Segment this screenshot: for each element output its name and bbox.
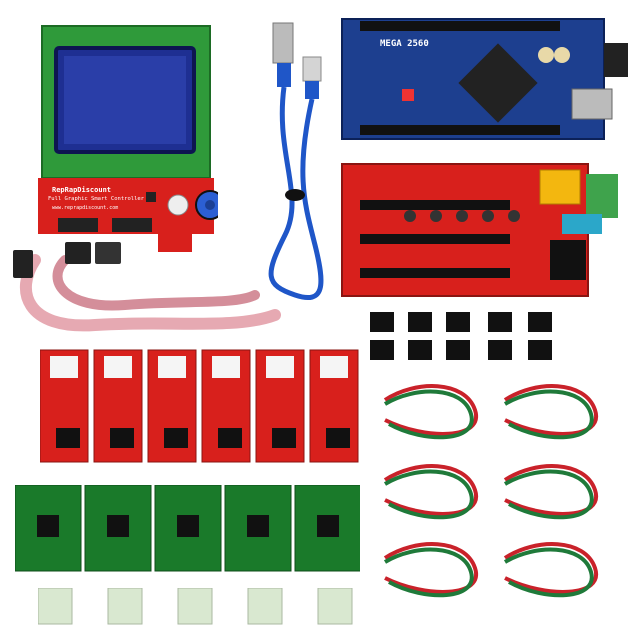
ramps-board: D9 D8 D10 — [340, 160, 630, 300]
heatsink-row — [38, 588, 358, 628]
stepper-driver-row — [15, 485, 360, 575]
lcd-brand-label: RepRapDiscount — [52, 186, 112, 194]
terminal-label-d8: D8 — [602, 247, 612, 256]
cable-bundle-grid — [375, 380, 615, 600]
lcd-url-label: www.reprapdiscount.com — [52, 205, 119, 211]
mega-model-label: MEGA 2560 — [380, 39, 429, 49]
endstop-row — [40, 348, 360, 468]
arduino-mega-board: MEGA 2560 — [340, 15, 630, 143]
usb-cable — [255, 15, 345, 305]
ramps-terminal-labels: D9 D8 D10 — [602, 230, 616, 273]
jumper-set — [370, 310, 570, 365]
lcd-controller: RepRapDiscount Full Graphic Smart Contro… — [38, 20, 218, 255]
lcd-subtitle-label: Full Graphic Smart Controller — [48, 196, 145, 202]
ribbon-cable — [5, 230, 295, 350]
terminal-label-d10: D10 — [602, 264, 617, 273]
terminal-label-d9: D9 — [602, 230, 612, 239]
